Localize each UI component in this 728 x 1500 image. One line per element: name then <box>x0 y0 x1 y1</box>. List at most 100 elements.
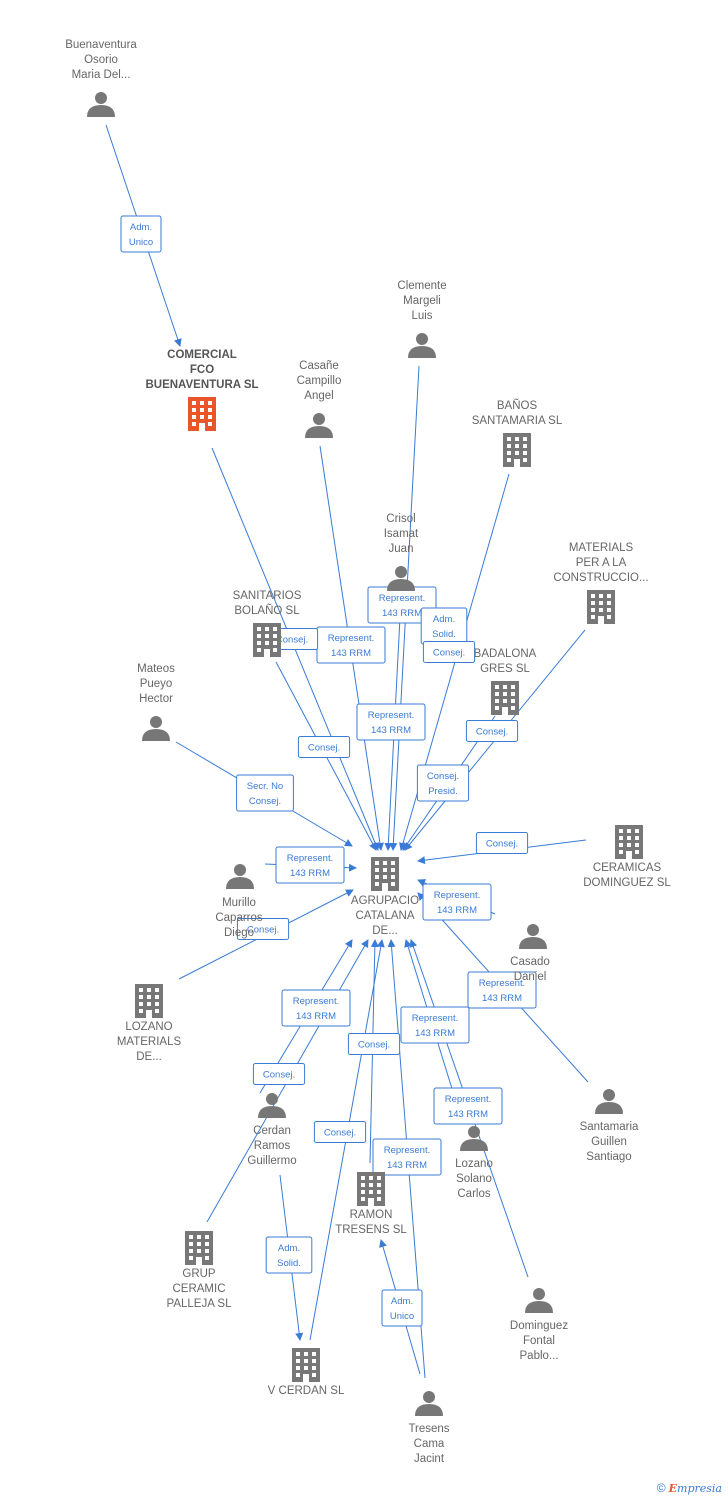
edge-label-materials-to-agrupacio[interactable]: Consej. <box>465 720 519 742</box>
edge-label-text: Represent. <box>293 996 339 1007</box>
edge-label-casado-to-agrupacio[interactable]: Represent.143 RRM <box>422 883 492 921</box>
building-icon <box>292 1348 320 1382</box>
edge-label-text: Consej. <box>249 796 281 807</box>
edge-label-banos-to-agrupacio[interactable]: Consej.Presid. <box>416 764 470 802</box>
node-label: Buenaventura <box>65 39 137 51</box>
building-icon <box>357 1172 385 1206</box>
node-label: Guillen <box>591 1136 627 1148</box>
edge-label-crisol-to-badalona[interactable]: Adm.Solid. <box>420 607 468 645</box>
node-dominguez[interactable]: DominguezFontalPablo... <box>510 1288 568 1362</box>
edge-label-text: Consej. <box>308 743 340 754</box>
node-label: GRES SL <box>480 663 530 675</box>
person-icon <box>525 1288 553 1313</box>
edge-label-comercial-to-agrupacio[interactable]: Consej. <box>297 736 351 758</box>
edge-label-cerdan-to-agrupacio[interactable]: Represent. 143 RRM <box>281 989 351 1027</box>
node-agrupacio[interactable]: AGRUPACIOCATALANADE... <box>351 857 419 937</box>
node-label: GRUP <box>182 1268 216 1280</box>
edge-label-casane-to-agrupacio[interactable]: Represent.143 RRM <box>316 626 386 664</box>
node-ceramicas[interactable]: CERAMICAS DOMINGUEZ SL <box>583 825 671 889</box>
edge-label-crisol-to-agrupacio[interactable]: Represent.143 RRM <box>356 703 426 741</box>
edge-label-text: Consej. <box>324 1128 356 1139</box>
edge-label-murillo-to-agrupacio[interactable]: Represent.143 RRM <box>275 846 345 884</box>
copyright-symbol: © <box>656 1481 666 1495</box>
node-vcerdan[interactable]: V CERDAN SL <box>268 1348 345 1397</box>
node-label: BADALONA <box>474 648 537 660</box>
node-label: LOZANO <box>125 1021 172 1033</box>
edge-label-cerdan-to-vcerdan[interactable]: Adm.Solid. <box>265 1236 313 1274</box>
node-label: Mateos <box>137 663 175 675</box>
person-icon <box>519 924 547 949</box>
node-label: Juan <box>389 543 414 555</box>
edge-label-buenaventura-to-comercial[interactable]: Adm.Unico <box>120 215 162 253</box>
node-label: Ramos <box>254 1140 291 1152</box>
edge-label-ramon-to-agrupacio[interactable]: Consej. <box>347 1033 401 1055</box>
edge-label-vcerdan-to-agrupacio[interactable]: Consej. <box>313 1121 367 1143</box>
edge-label-text: Represent. <box>412 1013 458 1024</box>
node-label: DE... <box>372 925 398 937</box>
node-label: CERAMICAS <box>593 862 662 874</box>
edge-label-tresens-to-agrupacio[interactable]: Represent.143 RRM <box>372 1138 442 1176</box>
edge-label-grup-to-agrupacio[interactable]: Consej. <box>252 1063 306 1085</box>
edge-label-text: Unico <box>129 237 153 248</box>
node-label: Casado <box>510 956 550 968</box>
edge-label-lozano_solano-to-agrupacio[interactable]: Represent.143 RRM <box>400 1006 470 1044</box>
node-label: COMERCIAL <box>167 349 237 361</box>
node-label: Daniel <box>514 971 547 983</box>
person-icon <box>460 1126 488 1151</box>
node-label: Solano <box>456 1173 492 1185</box>
edge-label-ceramicas-to-agrupacio[interactable]: Consej. <box>475 832 529 854</box>
node-banos[interactable]: BAÑOS SANTAMARIA SL <box>472 399 563 467</box>
edge-label-lozano_mat-to-agrupacio[interactable]: Consej. <box>236 918 290 940</box>
edge-label-text: 143 RRM <box>482 993 522 1004</box>
edge-label-text: Consej. <box>486 839 518 850</box>
node-label: V CERDAN SL <box>268 1385 345 1397</box>
edge-label-badalona-to-agrupacio[interactable]: Consej. <box>422 641 476 663</box>
building-icon <box>253 623 281 657</box>
edge-label-text: Represent. <box>328 633 374 644</box>
edge-label-text: Consej. <box>276 635 308 646</box>
node-label: SANTAMARIA SL <box>472 415 563 427</box>
node-label: DOMINGUEZ SL <box>583 877 671 889</box>
edge-label-dominguez-to-agrupacio[interactable]: Represent.143 RRM <box>433 1087 503 1125</box>
edge-label-text: Consej. <box>476 727 508 738</box>
brand-logo[interactable]: Empresia <box>669 1482 722 1495</box>
person-icon <box>258 1093 286 1118</box>
edge-label-tresens-to-ramon[interactable]: Adm.Unico <box>381 1289 423 1327</box>
person-icon <box>595 1089 623 1114</box>
edge-label-santamaria-to-agrupacio[interactable]: Represent.143 RRM <box>467 971 537 1009</box>
node-label: Maria Del... <box>72 69 131 81</box>
node-label: Hector <box>139 693 173 705</box>
node-label: Isamat <box>384 528 419 540</box>
node-lozano_mat[interactable]: LOZANOMATERIALSDE... <box>117 984 182 1063</box>
node-label: Diego <box>224 927 254 939</box>
edge-label-text: 143 RRM <box>437 905 477 916</box>
edge-label-text: 143 RRM <box>448 1109 488 1120</box>
edge-label-box <box>347 1033 401 1055</box>
node-label: FCO <box>190 364 214 376</box>
node-label: Murillo <box>222 897 256 909</box>
edge-label-text: 143 RRM <box>296 1011 336 1022</box>
node-label: BAÑOS <box>497 399 538 412</box>
footer-brand: © Empresia <box>657 1480 722 1496</box>
node-badalona[interactable]: BADALONA GRES SL <box>474 648 537 715</box>
edge-label-box <box>265 1236 313 1274</box>
